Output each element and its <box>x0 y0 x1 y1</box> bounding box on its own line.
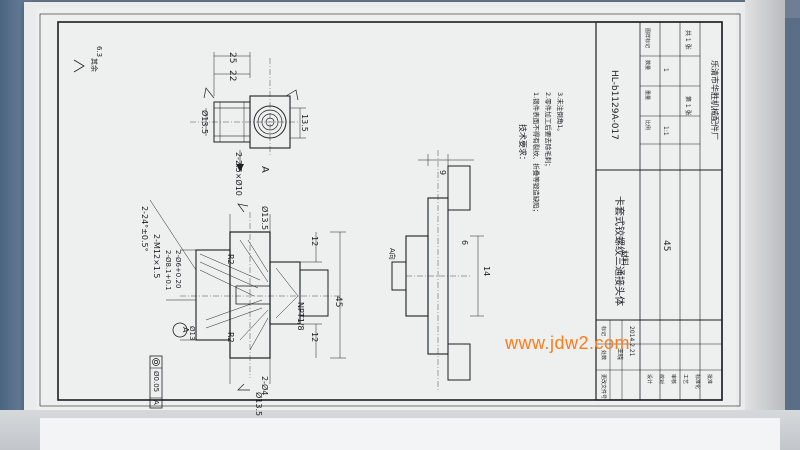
dim-12-b: 12 <box>310 332 319 342</box>
paper-edge <box>745 0 785 450</box>
dim-13-5: 13.5 <box>300 114 309 132</box>
dim-r2-b: R2 <box>226 332 235 343</box>
sheet-no: 第 1 张 <box>684 96 692 116</box>
dim-9: 9 <box>438 170 447 175</box>
material-label: 材料 <box>620 250 630 266</box>
dim-chamfer: 2-2.5×Ø10 <box>234 152 244 196</box>
dim-25: 25 <box>227 52 237 63</box>
material-value: 45 <box>661 240 671 251</box>
design-date: 2014.2.21 <box>628 326 635 357</box>
watermark-url: www.jdw2.com <box>505 333 631 353</box>
dim-12-a: 12 <box>310 236 319 246</box>
roughness-value: 6.3 <box>95 46 103 57</box>
drawing-number: HL-b1129A-017 <box>609 70 619 140</box>
tech-requirements: 技术要求： 1.锻件表面不得有裂纹、折叠等锻造缺陷； 2.零件加工后要去除毛刺；… <box>518 92 565 215</box>
dim-dia-13: Ø13 <box>188 326 196 340</box>
scale-value: 1:1 <box>662 126 669 136</box>
rev-mark: 标记 <box>600 326 607 336</box>
sign-process: 工艺 <box>682 374 688 384</box>
dim-22: 22 <box>227 70 237 81</box>
tech-req-1: 1.锻件表面不得有裂纹、折叠等锻造缺陷； <box>532 92 541 215</box>
outer-frame <box>39 13 741 407</box>
roughness-mark: 其余 6.3 <box>73 46 103 73</box>
tech-req-title: 技术要求： <box>518 124 528 164</box>
designer-name: 王晓 <box>616 348 624 360</box>
dim-14: 14 <box>482 266 491 276</box>
datum-circle-label: A <box>181 327 190 333</box>
section-a-label: A <box>259 166 270 173</box>
sign-check: 校对 <box>658 374 665 384</box>
header-scale: 比例 <box>644 120 651 130</box>
header-mark: 图样标记 <box>644 28 651 48</box>
dim-bore-1: 2-Ø8.1+0.1 <box>164 250 172 291</box>
dim-o4: 2-Ø4 <box>260 376 270 395</box>
paper-bottom-sheet <box>40 418 780 450</box>
sign-review: 审核 <box>670 374 677 384</box>
dim-thread: 2-M12×1.5 <box>152 234 161 278</box>
dim-dia-13-5-top: Ø13.5 <box>260 206 270 230</box>
tech-req-3: 3.未注倒角1。 <box>556 92 565 135</box>
view-a-label: A向 <box>388 248 397 260</box>
rev-file: 更改文件号 <box>600 374 607 399</box>
dim-bore-2: 2-Ø6+0.20 <box>174 250 182 288</box>
qty-value: 1 <box>662 68 669 72</box>
view-a <box>391 150 484 392</box>
roughness-symbol: 其余 <box>90 58 99 72</box>
tolerance-datum: A <box>152 400 160 405</box>
header-qty: 数量 <box>644 60 651 70</box>
sheet-total: 共 1 张 <box>684 30 692 50</box>
dim-45: 45 <box>333 296 343 307</box>
rev-count: 处数 <box>600 350 607 360</box>
tech-req-2: 2.零件加工后要去除毛刺； <box>544 92 553 170</box>
title-block <box>595 21 723 401</box>
drawing-sheet <box>36 8 736 410</box>
company-name: 乐清市华胜机械配件厂 <box>710 60 720 140</box>
dim-dia-13-5-bottom: Ø13.5 <box>254 392 264 416</box>
sign-design: 设计 <box>646 374 653 384</box>
sign-standard: 标准化 <box>694 374 701 389</box>
main-section-view <box>149 199 346 391</box>
sign-approve: 批准 <box>706 374 713 384</box>
tolerance-value: Ø0.05 <box>152 371 160 392</box>
dim-npt: NPT1/8 <box>296 302 305 331</box>
dim-dia-13-5: Ø13.5 <box>200 110 210 134</box>
header-weight: 重量 <box>644 90 651 100</box>
top-view <box>190 52 306 172</box>
dim-r2-a: R2 <box>226 254 235 265</box>
dim-6: 6 <box>460 240 469 245</box>
dim-angle: 2-24°±0.5° <box>140 206 149 252</box>
part-name: 卡套式铰螺纹三通接头体 <box>613 196 626 306</box>
tolerance-frame <box>149 355 163 409</box>
